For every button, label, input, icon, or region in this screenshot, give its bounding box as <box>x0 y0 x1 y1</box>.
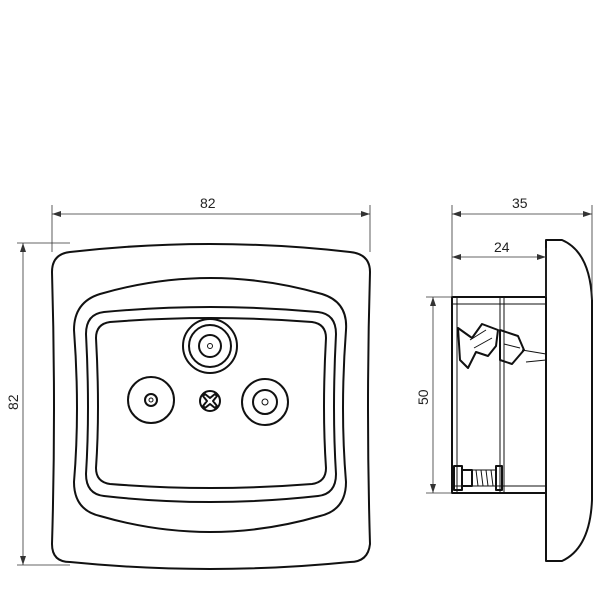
depth-inner-label: 24 <box>494 239 510 255</box>
height-dimension-label: 82 <box>5 394 21 410</box>
depth-total-label: 35 <box>512 195 528 211</box>
side-height-dimension: 50 <box>415 296 452 494</box>
sat-connector <box>241 378 289 426</box>
width-dimension: 82 <box>51 195 371 252</box>
bottom-screw <box>453 465 503 491</box>
outer-frame <box>51 243 371 570</box>
side-height-label: 50 <box>415 389 431 405</box>
front-view <box>51 243 371 570</box>
screw-icon <box>199 390 221 412</box>
depth-dimension-total: 35 <box>451 195 593 300</box>
width-dimension-label: 82 <box>200 195 216 211</box>
tv-connector <box>182 318 238 374</box>
mounting-body <box>451 296 547 494</box>
height-dimension: 82 <box>5 242 70 566</box>
side-view <box>451 239 593 562</box>
clamp-claw <box>457 323 547 369</box>
radio-connector <box>127 376 175 424</box>
inner-cushion <box>73 277 348 533</box>
socket-plate-inner <box>95 317 327 489</box>
cover-profile <box>545 239 593 562</box>
depth-dimension-inner: 24 <box>452 239 547 297</box>
socket-plate-outer <box>85 306 337 503</box>
